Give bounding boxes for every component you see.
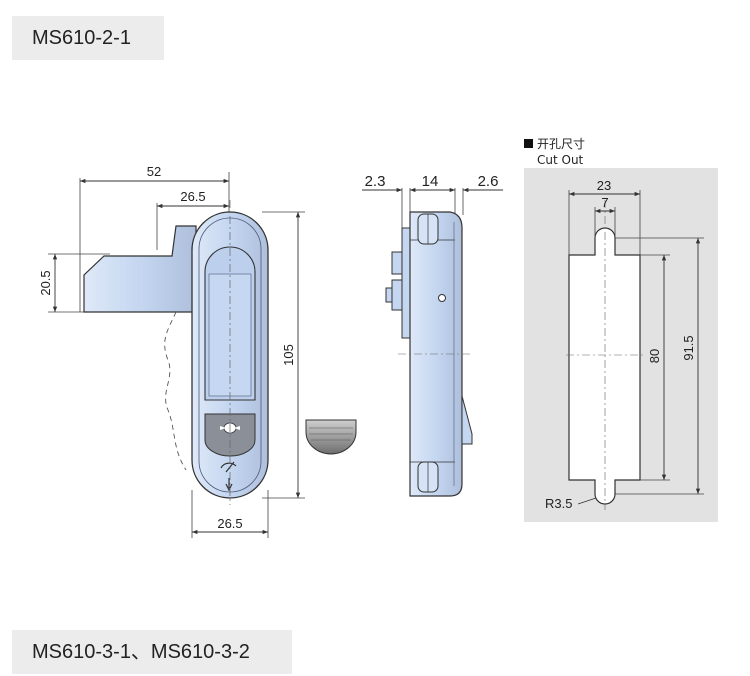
handle-lever <box>83 225 197 313</box>
cutout-title-cn: 开孔尺寸 <box>537 137 585 151</box>
dim-91-5: 91.5 <box>681 335 696 360</box>
side-view: 2.3 14 2.6 <box>362 173 503 497</box>
dim-14: 14 <box>422 173 439 190</box>
dim-2-3: 2.3 <box>365 173 386 190</box>
lock-symbol-icon <box>220 461 237 492</box>
dim-2-6: 2.6 <box>478 173 499 190</box>
dim-26-5-upper: 26.5 <box>180 189 205 204</box>
dim-26-5-lower: 26.5 <box>217 516 242 531</box>
key-plate <box>204 413 256 457</box>
dim-23: 23 <box>597 178 611 193</box>
dim-80: 80 <box>647 349 662 363</box>
cutout-title-en: Cut Out <box>537 153 584 167</box>
dim-105: 105 <box>281 344 296 366</box>
cutout-hole <box>568 227 641 505</box>
cap-detail <box>305 419 357 455</box>
dim-52: 52 <box>147 164 161 179</box>
cutout-view: 开孔尺寸 Cut Out 23 7 80 91.5 R3.5 <box>524 137 718 522</box>
dim-r3-5: R3.5 <box>545 496 572 511</box>
front-view: 52 26.5 20.5 105 <box>38 164 305 538</box>
dim-7: 7 <box>601 195 608 210</box>
dim-20-5: 20.5 <box>38 270 53 295</box>
model-label-top: MS610-2-1 <box>12 16 164 60</box>
swing-path <box>164 311 187 471</box>
model-label-bottom: MS610-3-1、MS610-3-2 <box>12 630 292 674</box>
